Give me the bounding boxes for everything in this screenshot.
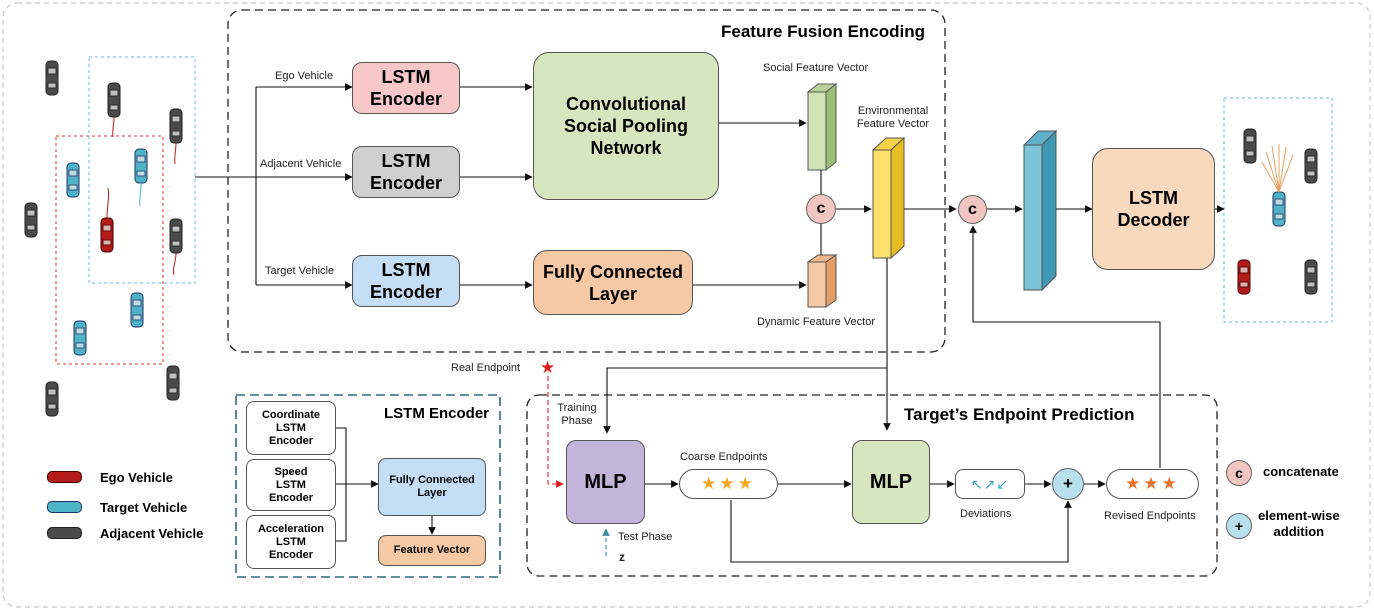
output-cars	[1237, 128, 1318, 295]
detail-fc-label: Fully Connected Layer	[389, 474, 475, 499]
add-node: +	[1052, 468, 1084, 500]
env-vector-label: Environmental Feature Vector	[856, 105, 930, 130]
test-phase-label: Test Phase	[618, 531, 673, 543]
refine-mlp: MLP	[852, 440, 930, 524]
coarse-endpoints-stars: ★★★	[701, 474, 756, 493]
real-endpoint-label: Real Endpoint	[451, 362, 521, 374]
ego-vehicle-label: Ego Vehicle	[275, 70, 334, 82]
ego-lstm-encoder-label: LSTM Encoder	[369, 67, 443, 109]
social-vector-label: Social Feature Vector	[763, 62, 869, 74]
concat-node-fusion: c	[806, 194, 836, 224]
encoder-detail-connectors	[336, 427, 436, 542]
speed-lstm-label: Speed LSTM Encoder	[268, 465, 313, 504]
concat-legend-icon: c	[1226, 460, 1252, 486]
fusion-title: Feature Fusion Encoding	[721, 22, 926, 41]
coordinate-lstm-encoder: Coordinate LSTM Encoder	[246, 401, 336, 455]
endpoint-frame	[526, 394, 1218, 577]
lstm-decoder-label: LSTM Decoder	[1117, 188, 1190, 230]
predicted-trajectories	[1261, 144, 1294, 193]
dynamic-vector-label: Dynamic Feature Vector	[757, 316, 875, 328]
input-cars	[24, 60, 183, 417]
add-legend-label: element-wise addition	[1258, 508, 1340, 539]
adjacent-lstm-encoder-label: LSTM Encoder	[369, 151, 443, 193]
add-legend-icon: +	[1226, 513, 1252, 539]
target-vehicle-label: Target Vehicle	[265, 265, 335, 277]
dynamic-feature-prism	[806, 254, 838, 308]
lstm-decoder: LSTM Decoder	[1092, 148, 1215, 270]
target-legend-icon	[47, 501, 82, 513]
target-region	[88, 56, 196, 284]
encoder-detail-title: LSTM Encoder	[384, 405, 490, 422]
concat-node-decoder: c	[958, 195, 987, 224]
feature-vector-label: Feature Vector	[393, 544, 471, 556]
ego-legend-label: Ego Vehicle	[100, 470, 173, 485]
fully-connected-layer: Fully Connected Layer	[533, 250, 693, 315]
adjacent-lstm-encoder: LSTM Encoder	[352, 146, 460, 198]
coarse-endpoints-box: ★★★	[679, 469, 778, 499]
deviations-label: Deviations	[960, 508, 1012, 520]
input-trajectories	[106, 116, 177, 276]
revised-endpoints-stars: ★★★	[1125, 474, 1180, 493]
fusion-frame	[227, 9, 946, 353]
adjacent-legend-icon	[47, 527, 82, 539]
encoder-detail-frame	[235, 394, 501, 578]
z-label: z	[619, 550, 625, 564]
concat-legend-label: concatenate	[1263, 464, 1339, 479]
adjacent-legend-label: Adjacent Vehicle	[100, 526, 204, 541]
target-lstm-encoder: LSTM Encoder	[352, 255, 460, 307]
target-legend-label: Target Vehicle	[100, 500, 188, 515]
revised-endpoints-box: ★★★	[1106, 469, 1199, 499]
coordinate-lstm-label: Coordinate LSTM Encoder	[261, 408, 321, 447]
endpoint-title: Target’s Endpoint Prediction	[904, 405, 1135, 424]
social-feature-prism	[806, 82, 838, 172]
fusion-connectors	[195, 83, 1225, 468]
training-phase-path	[547, 376, 564, 488]
decoder-input-prism	[1022, 129, 1058, 292]
environmental-feature-prism	[871, 136, 906, 260]
target-lstm-encoder-label: LSTM Encoder	[369, 260, 443, 302]
endpoint-connectors	[645, 480, 1106, 563]
ego-lstm-encoder: LSTM Encoder	[352, 62, 460, 114]
ego-legend-icon	[47, 471, 82, 483]
feature-vector-box: Feature Vector	[378, 535, 486, 566]
deviation-arrows-icon: ↖↗↙	[970, 475, 1010, 492]
acceleration-lstm-label: Acceleration LSTM Encoder	[257, 522, 325, 561]
coarse-mlp: MLP	[566, 440, 645, 524]
coarse-mlp-label: MLP	[584, 471, 627, 493]
fully-connected-label: Fully Connected Layer	[542, 261, 683, 304]
speed-lstm-encoder: Speed LSTM Encoder	[246, 459, 336, 511]
adjacent-vehicle-label: Adjacent Vehicle	[260, 158, 342, 170]
deviations-box: ↖↗↙	[955, 469, 1025, 499]
coarse-endpoints-label: Coarse Endpoints	[680, 451, 768, 463]
acceleration-lstm-encoder: Acceleration LSTM Encoder	[246, 515, 336, 569]
training-phase-label: Training Phase	[557, 402, 597, 427]
detail-fully-connected: Fully Connected Layer	[378, 458, 486, 516]
social-pooling-label: Convolutional Social Pooling Network	[563, 94, 688, 158]
revised-endpoints-label: Revised Endpoints	[1104, 510, 1196, 522]
refine-mlp-label: MLP	[869, 471, 913, 493]
real-endpoint-star-icon: ★	[540, 358, 556, 377]
social-pooling-network: Convolutional Social Pooling Network	[533, 52, 719, 200]
